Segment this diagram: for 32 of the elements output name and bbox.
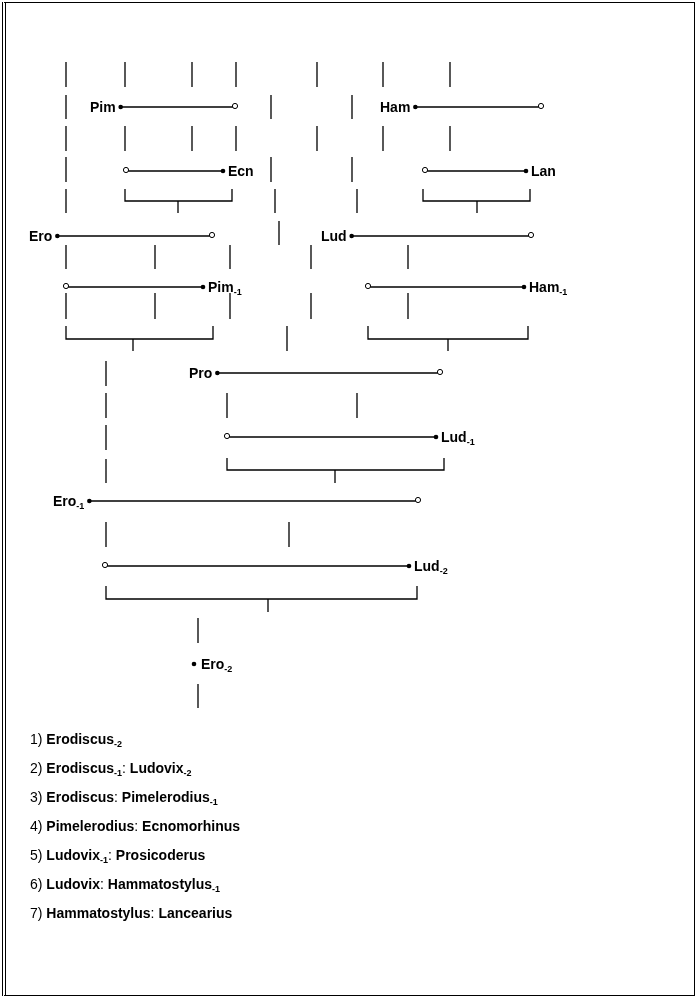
- connector-line: [215, 368, 444, 376]
- list-item: 5) Ludovix$_{-1}$: Prosicoderus: [30, 846, 206, 864]
- taxon-label: Ero: [24, 226, 58, 246]
- connector-line: [364, 282, 527, 290]
- list-item: 4) Pimelerodius: Ecnomorhinus: [30, 817, 241, 835]
- list-item: 1) Erodiscus$_{-2}$: [30, 730, 123, 748]
- taxon-label: Lud: [316, 226, 352, 246]
- taxon-label: Ham$_{-1}$: [524, 277, 573, 297]
- list-item: 3) Erodiscus: Pimelerodius$_{-1}$: [30, 788, 218, 806]
- taxon-label: Pim: [85, 97, 121, 117]
- connector-line: [55, 231, 216, 239]
- connector-line: [223, 432, 439, 440]
- taxon-label: Pim$_{-1}$: [203, 277, 247, 297]
- taxon-label: Lud$_{-1}$: [436, 427, 480, 447]
- connector-line: [421, 166, 529, 174]
- taxon-label: Ero$_{-2}$: [196, 654, 238, 674]
- taxon-label: Pro: [184, 363, 218, 383]
- taxon-label: Ham: [375, 97, 416, 117]
- connector-line: [62, 282, 206, 290]
- connector-line: [349, 231, 535, 239]
- list-item: 2) Erodiscus$_{-1}$: Ludovix$_{-2}$: [30, 759, 192, 777]
- list-item: 7) Hammatostylus: Lancearius: [30, 904, 233, 922]
- connector-line: [87, 496, 422, 504]
- taxon-label: Lud$_{-2}$: [409, 556, 453, 576]
- taxon-label: Lan: [526, 161, 561, 181]
- taxon-label: Ecn: [223, 161, 259, 181]
- list-item: 6) Ludovix: Hammatostylus$_{-1}$: [30, 875, 221, 893]
- taxon-label: Ero$_{-1}$: [48, 491, 90, 511]
- connector-line: [122, 166, 226, 174]
- connector-line: [118, 102, 239, 110]
- connector-line: [413, 102, 545, 110]
- connector-line: [101, 561, 412, 569]
